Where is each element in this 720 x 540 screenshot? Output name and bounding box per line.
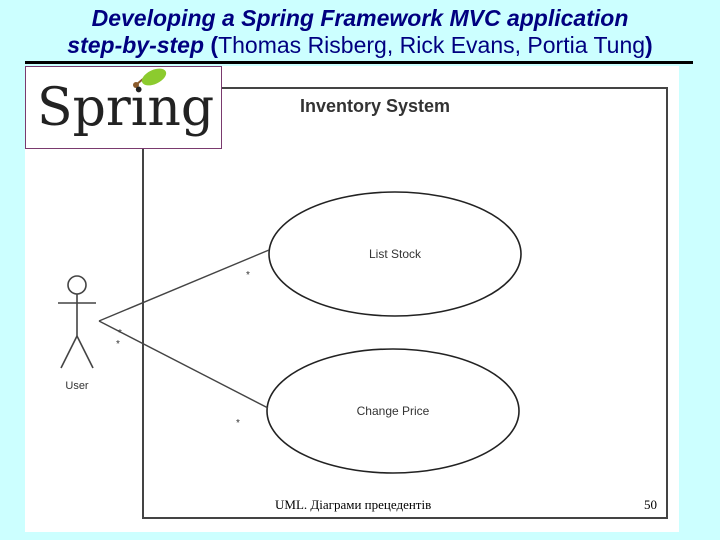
use-case-list-stock-label: List Stock: [369, 247, 422, 261]
use-case-diagram-svg: Inventory System List Stock Change Price…: [58, 87, 668, 519]
page-number: 50: [644, 497, 657, 512]
actor-label: User: [65, 380, 89, 392]
use-case-change-price-label: Change Price: [357, 404, 430, 418]
actor-user: [58, 275, 96, 369]
association-change-price: [98, 320, 269, 409]
paren-open: (: [210, 32, 219, 58]
spring-logo: Spring: [25, 66, 222, 149]
use-case-change-price: [266, 348, 520, 474]
title-italic-part: step-by-step: [67, 32, 205, 58]
paren-close: ): [645, 32, 653, 58]
slide-title-line-1: Developing a Spring Framework MVC applic…: [91, 5, 629, 31]
spring-leaf-icon: [133, 68, 167, 88]
spring-wordmark: Spring: [37, 78, 215, 138]
system-name: Inventory System: [300, 96, 450, 116]
slide-title-line-2: step-by-step (Thomas Risberg, Rick Evans…: [0, 31, 720, 59]
footer-text: UML. Діаграми прецедентів: [275, 497, 432, 512]
association-list-stock: [98, 249, 270, 322]
title-rule: [25, 61, 693, 64]
multiplicity-mark: *: [246, 270, 250, 281]
use-case-list-stock: [268, 191, 522, 317]
multiplicity-mark: *: [118, 328, 122, 339]
title-authors: Thomas Risberg, Rick Evans, Portia Tung: [218, 32, 646, 58]
multiplicity-mark: *: [116, 339, 120, 350]
use-case-diagram: Inventory System List Stock Change Price…: [25, 66, 679, 532]
multiplicity-mark: *: [236, 418, 240, 429]
